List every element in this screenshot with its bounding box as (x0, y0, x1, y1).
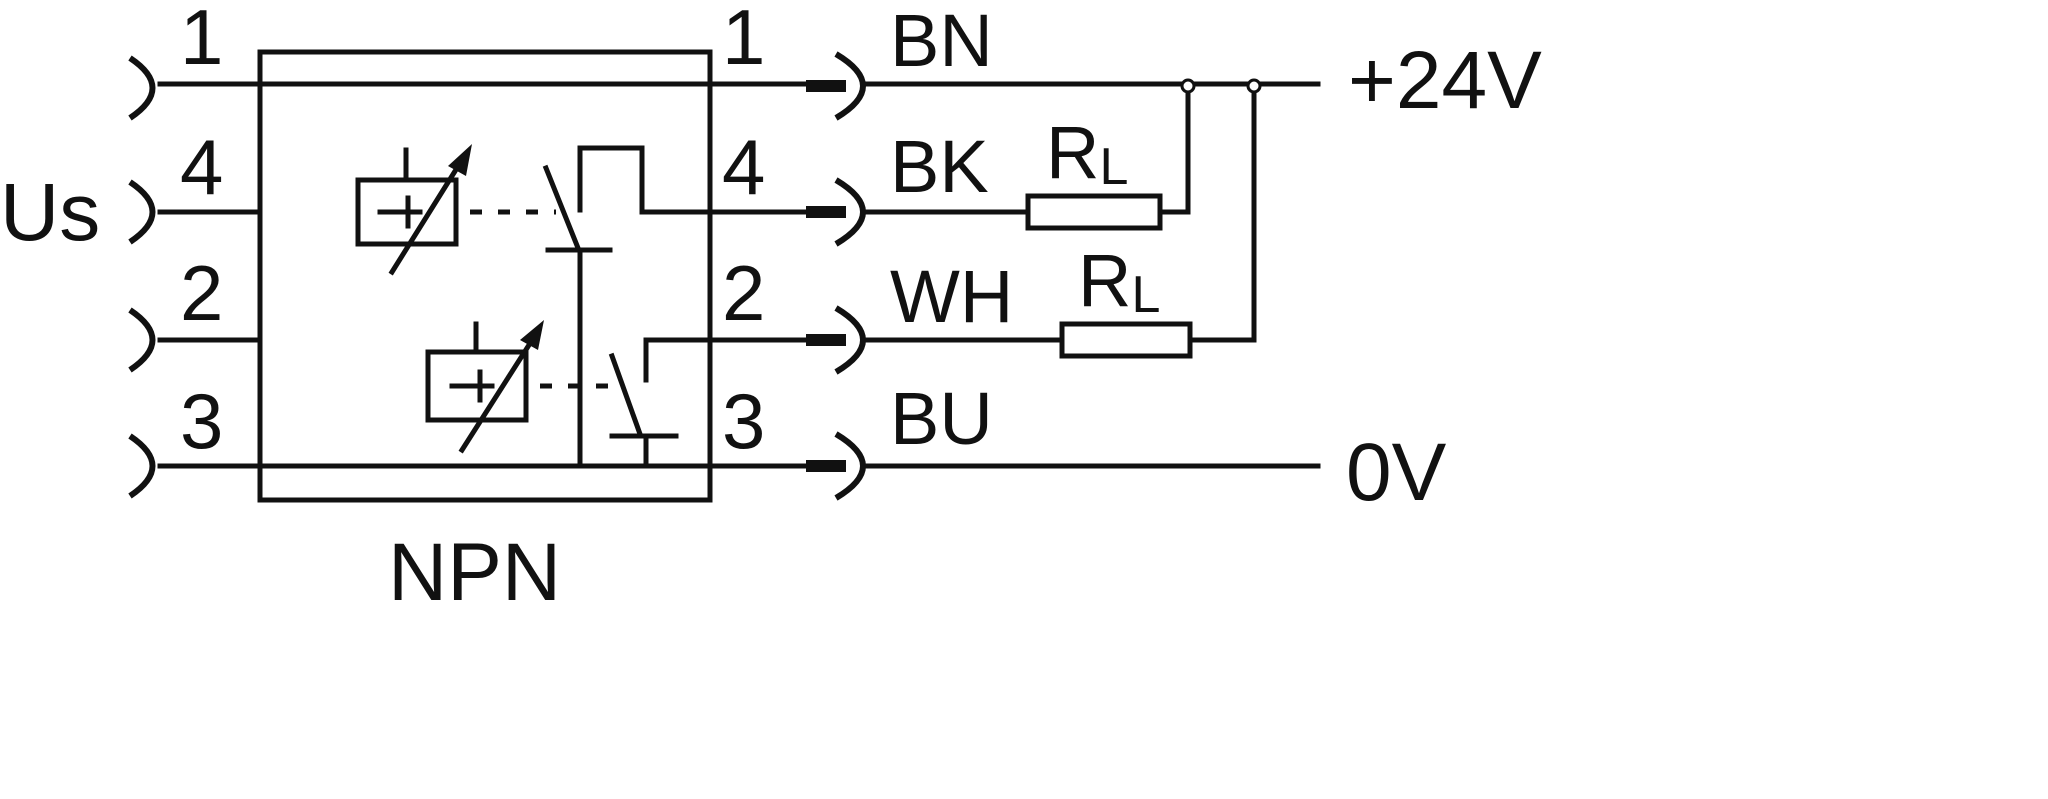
left-socket-4 (128, 179, 156, 245)
right-pin-label-3: 3 (722, 377, 765, 465)
load-resistor-1 (1025, 193, 1163, 231)
right-pin-label-4: 4 (722, 123, 765, 211)
right-socket-2 (834, 305, 866, 375)
wire-label-bk: BK (890, 125, 989, 208)
load-resistor-2 (1059, 321, 1193, 359)
resistor-1-label: RL (1046, 111, 1128, 196)
lower-sensor-element (425, 320, 544, 454)
right-socket-4 (834, 177, 866, 247)
right-socket-1 (834, 51, 866, 121)
resistor-1-return (1157, 81, 1191, 215)
upper-sensor-element (355, 144, 472, 276)
positive-rail-label: +24V (1348, 35, 1542, 126)
right-socket-3 (834, 431, 866, 501)
supply-voltage-label: Us (0, 167, 100, 258)
resistor-2-return (1187, 81, 1257, 343)
upper-switch-contact (542, 145, 815, 253)
junction-node-2 (1246, 78, 1262, 94)
sensor-type-label: NPN (388, 527, 561, 618)
left-socket-3 (128, 433, 156, 499)
lower-switch-contact (608, 337, 815, 469)
right-connector (834, 51, 866, 501)
resistor-2-label: RL (1078, 239, 1160, 324)
ground-rail-label: 0V (1346, 427, 1447, 518)
left-pin-label-1: 1 (180, 0, 223, 81)
left-pin-label-4: 4 (180, 123, 223, 211)
left-socket-1 (128, 55, 156, 121)
wire-label-bu: BU (890, 377, 993, 460)
left-socket-2 (128, 307, 156, 373)
right-plug-pins (806, 80, 846, 472)
right-pin-label-1: 1 (722, 0, 765, 81)
right-pin-label-2: 2 (722, 249, 765, 337)
left-pin-label-2: 2 (180, 249, 223, 337)
left-connector (128, 55, 156, 499)
left-pin-label-3: 3 (180, 377, 223, 465)
sensor-housing (257, 49, 713, 503)
wire-label-wh: WH (890, 255, 1013, 338)
junction-node-1 (1180, 78, 1196, 94)
wire-label-bn: BN (890, 0, 993, 82)
